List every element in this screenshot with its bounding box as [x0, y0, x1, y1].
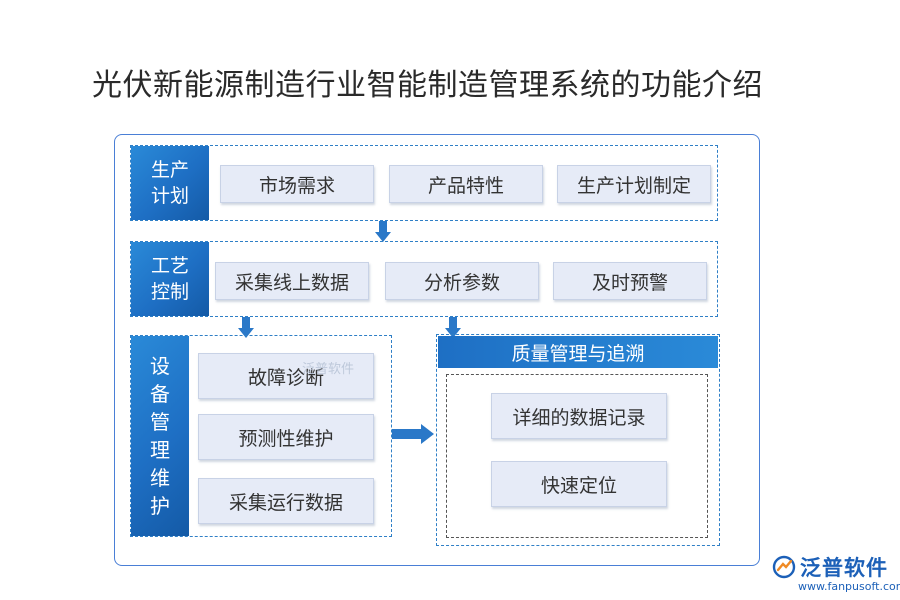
arrow-down-icon: [445, 317, 461, 339]
production-plan-label: 生产 计划: [131, 146, 209, 220]
market-demand-box: 市场需求: [220, 165, 374, 203]
collect-run-data-box: 采集运行数据: [198, 478, 374, 524]
label-line: 管: [150, 410, 170, 434]
product-features-box: 产品特性: [389, 165, 543, 203]
logo-url: www.fanpusoft.com: [798, 580, 900, 593]
brand-logo: 泛普软件: [772, 552, 888, 582]
quality-section: [436, 334, 720, 546]
arrow-down-icon: [375, 221, 391, 243]
collect-line-data-box: 采集线上数据: [215, 262, 369, 300]
detailed-records-box: 详细的数据记录: [491, 393, 667, 439]
label-line: 设: [150, 354, 170, 378]
page-title: 光伏新能源制造行业智能制造管理系统的功能介绍: [92, 68, 763, 103]
label-line: 计划: [150, 185, 189, 207]
label-line: 控制: [150, 281, 189, 303]
quality-inner-frame: [446, 374, 708, 538]
logo-icon: [772, 555, 796, 579]
predictive-maintenance-box: 预测性维护: [198, 414, 374, 460]
fault-diagnosis-box: 故障诊断: [198, 353, 374, 399]
production-plan-row: [130, 145, 718, 221]
process-control-label: 工艺 控制: [131, 242, 209, 316]
label-line: 维: [150, 466, 170, 490]
production-planning-box: 生产计划制定: [557, 165, 711, 203]
label-line: 生产: [150, 159, 189, 181]
quick-locate-box: 快速定位: [491, 461, 667, 507]
label-line: 备: [150, 382, 170, 406]
label-line: 理: [150, 438, 170, 462]
arrow-down-icon: [238, 317, 254, 339]
timely-warning-box: 及时预警: [553, 262, 707, 300]
logo-text: 泛普软件: [800, 556, 888, 580]
process-control-row: [130, 241, 718, 317]
equipment-row: [130, 335, 392, 537]
arrow-right-icon: [392, 424, 434, 444]
diagram-frame: [114, 134, 760, 566]
equipment-label: 设 备 管 理 维 护: [131, 336, 189, 536]
label-line: 护: [150, 494, 170, 518]
label-line: 工艺: [150, 255, 189, 277]
analyze-params-box: 分析参数: [385, 262, 539, 300]
watermark: 泛普软件: [302, 362, 355, 377]
quality-header: 质量管理与追溯: [438, 336, 718, 368]
